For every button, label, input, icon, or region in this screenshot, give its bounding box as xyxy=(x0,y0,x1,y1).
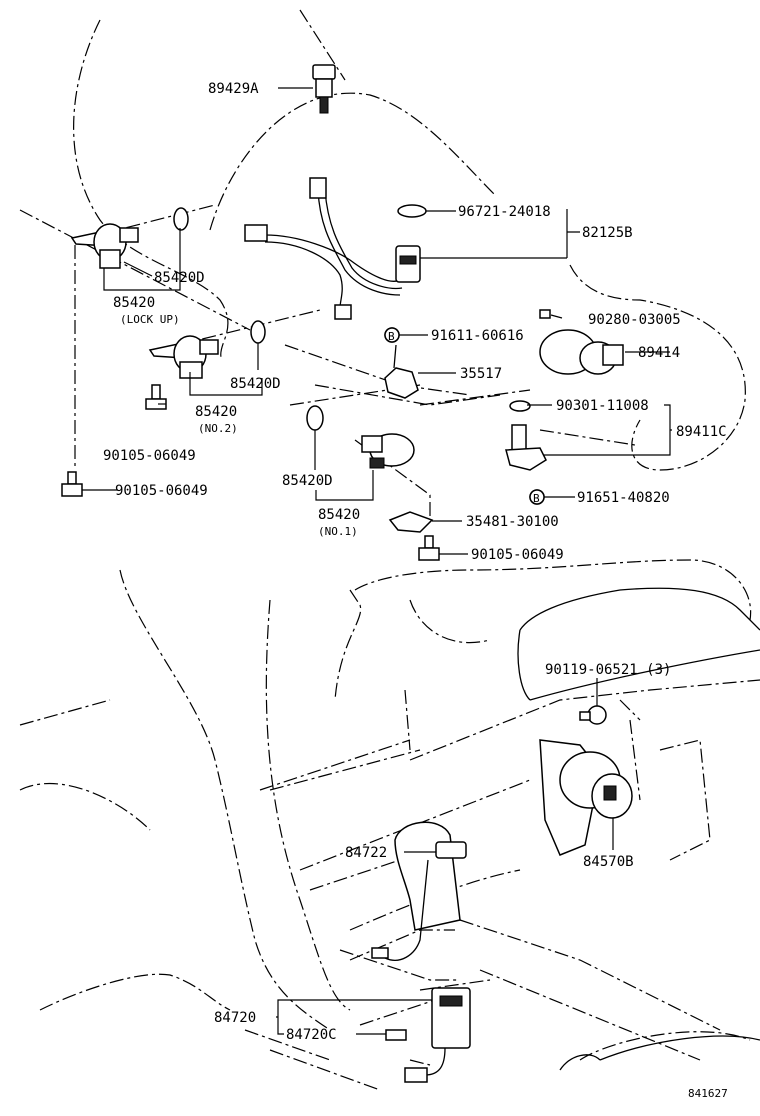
switch-84720 xyxy=(385,987,471,1083)
solenoid-no2 xyxy=(148,320,266,379)
figure-id: 841627 xyxy=(688,1087,728,1100)
bolt-90119 xyxy=(579,705,607,725)
label-85420D-lockup: 85420D xyxy=(154,270,205,286)
label-82125B: 82125B xyxy=(582,225,633,241)
label-90119: 90119-06521 (3) xyxy=(545,662,671,678)
label-90105-a: 90105-06049 xyxy=(103,448,196,464)
b-marker-1: B xyxy=(384,327,400,343)
label-84722: 84722 xyxy=(345,845,387,861)
sensor-89429A xyxy=(312,64,336,114)
oring-96721 xyxy=(397,204,427,218)
label-84570B: 84570B xyxy=(583,854,634,870)
label-90280: 90280-03005 xyxy=(588,312,681,328)
housing-outlines xyxy=(19,9,760,1091)
sensor-89414 xyxy=(539,309,624,375)
label-35481: 35481-30100 xyxy=(466,514,559,530)
label-no1: (NO.1) xyxy=(318,525,358,538)
label-85420-lockup: 85420 xyxy=(113,295,155,311)
label-84720: 84720 xyxy=(214,1010,256,1026)
bolts-90105 xyxy=(61,384,440,561)
b-marker-1-text: B xyxy=(388,330,395,343)
label-90301: 90301-11008 xyxy=(556,398,649,414)
leader-lines xyxy=(82,87,672,1035)
solenoid-lockup xyxy=(70,207,189,269)
label-91651: 91651-40820 xyxy=(577,490,670,506)
label-89411C: 89411C xyxy=(676,424,727,440)
label-35517: 35517 xyxy=(460,366,502,382)
selector-84722 xyxy=(371,821,467,961)
label-89429A: 89429A xyxy=(208,81,259,97)
label-90105-b: 90105-06049 xyxy=(115,483,208,499)
b-marker-2: B xyxy=(529,489,545,505)
label-96721: 96721-24018 xyxy=(458,204,551,220)
label-85420-no2: 85420 xyxy=(195,404,237,420)
label-no2: (NO.2) xyxy=(198,422,238,435)
label-91611: 91611-60616 xyxy=(431,328,524,344)
label-89414: 89414 xyxy=(638,345,680,361)
label-84720C: 84720C xyxy=(286,1027,337,1043)
sensor-89411C xyxy=(505,400,547,505)
label-85420-no1: 85420 xyxy=(318,507,360,523)
label-85420D-no2: 85420D xyxy=(230,376,281,392)
wire-harness-82125B xyxy=(244,177,421,320)
b-marker-2-text: B xyxy=(533,492,540,505)
label-85420D-no1: 85420D xyxy=(282,473,333,489)
actuator-84570B xyxy=(539,739,633,856)
label-lockup: (LOCK UP) xyxy=(120,313,180,326)
label-90105-c: 90105-06049 xyxy=(471,547,564,563)
